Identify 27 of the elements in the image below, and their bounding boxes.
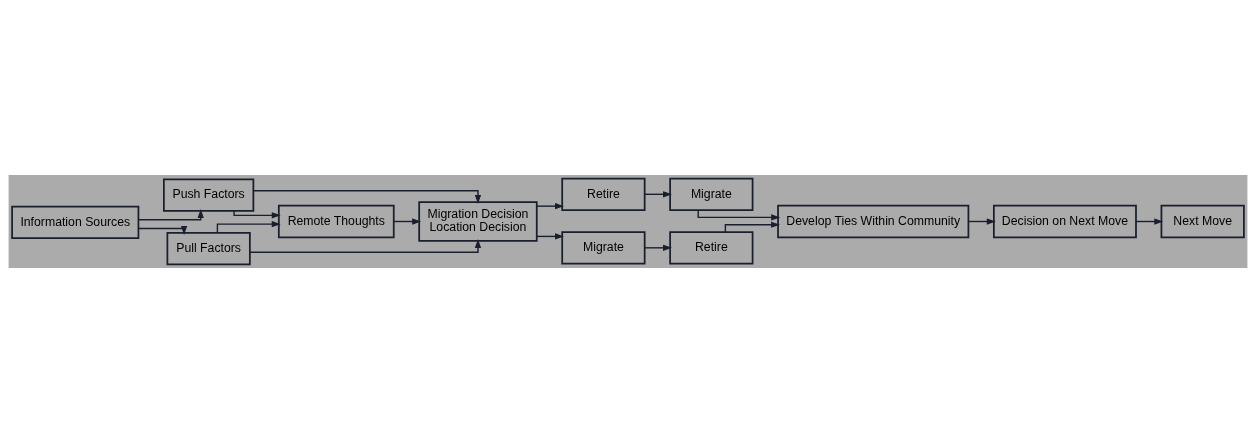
node-box: Information Sources — [11, 205, 140, 239]
arrow — [697, 208, 781, 221]
node-box: Migration Decision Location Decision — [418, 200, 538, 242]
arrow — [724, 221, 781, 233]
arrow — [644, 244, 672, 251]
arrow — [644, 190, 672, 197]
node-box: Retire — [669, 230, 754, 264]
arrow — [536, 202, 564, 209]
arrow — [393, 217, 422, 225]
node-box: Next Move — [1160, 204, 1245, 238]
arrow — [137, 225, 188, 235]
arrow — [216, 220, 281, 233]
node-box: Develop Ties Within Community — [777, 204, 970, 238]
node-box: Retire — [561, 177, 646, 211]
node-box: Decision on Next Move — [993, 204, 1137, 238]
arrow — [233, 209, 281, 218]
arrow — [138, 208, 204, 220]
arrow — [536, 232, 564, 240]
arrow — [249, 238, 482, 253]
node-box: Migrate — [561, 230, 646, 264]
node-box: Pull Factors — [166, 231, 251, 265]
node-box: Push Factors — [163, 178, 255, 212]
node-box: Migrate — [669, 177, 754, 211]
arrow — [1135, 217, 1164, 225]
arrow — [252, 189, 482, 204]
node-box: Remote Thoughts — [277, 204, 395, 238]
arrow — [967, 217, 996, 225]
